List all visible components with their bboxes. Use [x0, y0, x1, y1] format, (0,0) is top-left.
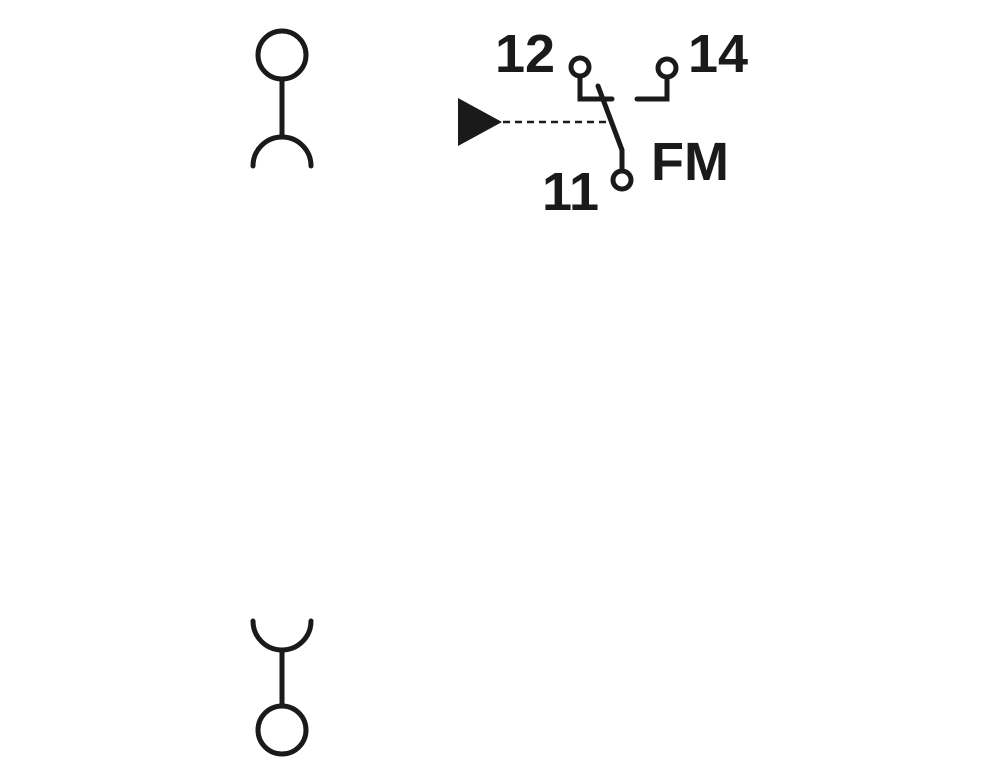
changeover-contact	[503, 55, 679, 192]
terminal-12-circle-icon	[568, 55, 592, 79]
terminal-14-circle-icon	[655, 56, 679, 80]
terminal-12-label: 12	[495, 24, 555, 84]
terminal-bottom	[250, 618, 314, 757]
terminal-11-label: 11	[542, 162, 599, 222]
actuator-triangle-icon	[458, 98, 502, 146]
terminal-top-circle-icon	[255, 28, 309, 82]
terminal-bottom-socket-arc-icon	[250, 618, 314, 653]
terminal-14-lead	[634, 74, 670, 102]
contact-fm-label: FM	[651, 132, 729, 192]
switch-blade	[595, 83, 625, 173]
terminal-bottom-circle-icon	[255, 703, 309, 757]
terminal-top-socket-arc-icon	[250, 134, 314, 169]
terminal-14-label: 14	[688, 24, 748, 84]
terminal-11-circle-icon	[610, 168, 634, 192]
terminal-top	[250, 28, 314, 169]
